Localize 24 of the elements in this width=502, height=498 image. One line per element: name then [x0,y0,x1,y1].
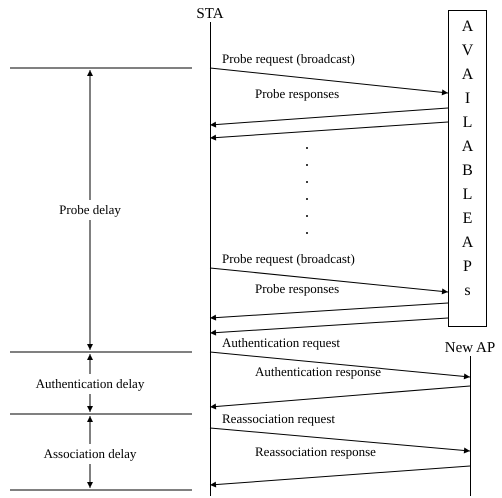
message-label: Probe request (broadcast) [222,51,355,66]
message-arrow [210,386,470,410]
dimension-label: Probe delay [59,202,121,217]
message-arrow [210,108,448,128]
message-arrow [210,268,448,294]
message-arrow [210,68,448,96]
dimension-label: Association delay [44,446,136,461]
message-label: Probe responses [255,281,340,296]
message-label: Probe responses [255,86,340,101]
message-arrow [210,122,448,141]
message-arrow [210,352,470,380]
message-arrow [210,428,470,454]
access-point-box: AVAILABLE APs [448,10,487,327]
message-label: Authentication request [222,335,340,350]
message-arrow [210,318,448,336]
message-label: Reassociation response [255,444,376,459]
lifeline-title: STA [196,6,224,22]
message-label: Reassociation request [222,411,335,426]
message-label: Probe request (broadcast) [222,251,355,266]
message-arrow [210,302,448,321]
dimension-label: Authentication delay [36,376,144,391]
message-label: Authentication response [255,364,381,379]
lifeline-title: New AP [444,340,496,356]
message-arrow [210,466,470,488]
